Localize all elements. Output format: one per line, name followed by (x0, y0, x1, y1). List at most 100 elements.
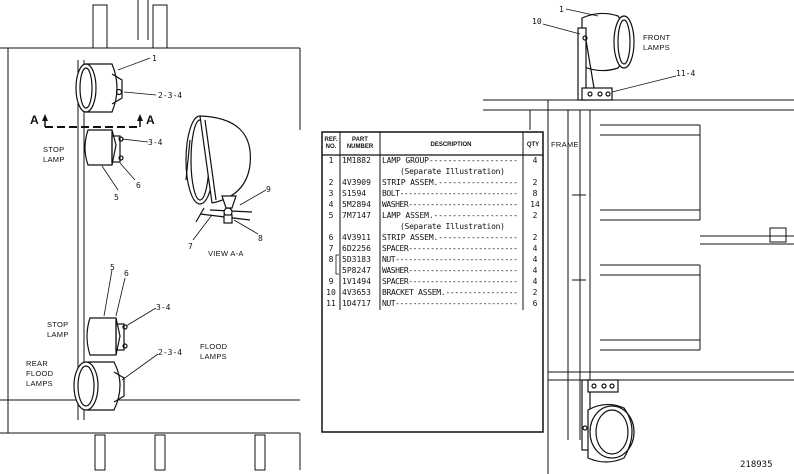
cell-part-number: 7M7147 (342, 211, 371, 220)
front-lamp-callouts: 1 10 11-4 (532, 5, 695, 93)
cell-description: NUT---------------------------- (382, 299, 518, 308)
callout-5-lower: 5 (110, 263, 115, 272)
cell-part-number: 5P8247 (342, 266, 371, 275)
callout-6-lower: 6 (124, 269, 129, 278)
callout-6-upper: 6 (136, 181, 141, 190)
front-lamp-top-icon (577, 12, 635, 101)
table-rows: 1 1M1882 LAMP GROUP------------------- 4 (Se… (326, 156, 540, 308)
table-row: 10 4V3653 BRACKET ASSEM.---------------- 2 (326, 288, 537, 297)
view-a-a-label: VIEW A-A (208, 249, 244, 258)
cell-ref: 2 (329, 178, 334, 187)
top-lamp-callouts: 1 2-3-4 (117, 54, 182, 100)
callout-3-4-lower: 3-4 (156, 303, 171, 312)
lower-stop-callouts: 5 6 3-4 (103, 263, 171, 327)
cell-qty: 2 (533, 211, 538, 220)
cell-qty: 8 (533, 189, 538, 198)
table-row: 8 5D3183 NUT---------------------------- 4 (329, 255, 538, 264)
header-qty: QTY (527, 142, 539, 148)
cell-part-number: 1D4717 (342, 299, 371, 308)
header-description: DESCRIPTION (430, 142, 471, 148)
cell-description: BRACKET ASSEM.---------------- (382, 288, 518, 297)
top-flood-lamp-icon (75, 63, 123, 113)
cell-qty: 2 (533, 288, 538, 297)
cell-ref: 7 (329, 244, 334, 253)
cell-qty: 4 (533, 266, 538, 275)
cell-part-number: 4V3653 (342, 288, 371, 297)
cell-part-number: 4V3909 (342, 178, 371, 187)
table-row: 11 1D4717 NUT---------------------------- 6 (326, 299, 537, 308)
cell-qty: 4 (533, 255, 538, 264)
section-mark-left: A (30, 113, 39, 127)
cell-part-number: 5M2894 (342, 200, 371, 209)
view-a-a-callouts: 9 7 8 (188, 185, 271, 251)
cell-description: STRIP ASSEM.----------------- (382, 233, 518, 242)
cell-ref: 8 (329, 255, 334, 264)
table-row: 7 6D2256 SPACER------------------------- 4 (329, 244, 538, 253)
lower-stop-lamp-icon (86, 317, 128, 356)
callout-front-11-4: 11-4 (676, 69, 695, 78)
table-row: 1 1M1882 LAMP GROUP------------------- 4 (329, 156, 538, 165)
cell-part-number: 1V1494 (342, 277, 371, 286)
cell-description: NUT---------------------------- (382, 255, 518, 264)
table-row: 5P8247 WASHER------------------------- 4 (342, 266, 538, 275)
callout-2-3-4-rear: 2-3-4 (158, 348, 182, 357)
cell-description: (Separate Illustration) (400, 222, 505, 231)
frame-label: FRAME (551, 140, 579, 149)
cell-ref: 11 (326, 299, 336, 308)
drawing-number: 218935 (740, 460, 773, 470)
cell-description: STRIP ASSEM.----------------- (382, 178, 518, 187)
table-row: 4 5M2894 WASHER------------------------- 14 (329, 200, 540, 209)
upper-stop-callouts: 3-4 6 5 (101, 138, 163, 202)
callout-front-10: 10 (532, 17, 542, 26)
cell-qty: 4 (533, 277, 538, 286)
cell-part-number: 5D3183 (342, 255, 371, 264)
callout-1: 1 (152, 54, 157, 63)
cell-part-number: S1594 (342, 189, 366, 198)
cell-description: (Separate Illustration) (400, 167, 505, 176)
cell-qty: 6 (533, 299, 538, 308)
cell-ref: 10 (326, 288, 336, 297)
callout-3-4-upper: 3-4 (148, 138, 163, 147)
callout-5-upper: 5 (114, 193, 119, 202)
cell-ref: 9 (329, 277, 334, 286)
table-row: (Separate Illustration) (400, 222, 505, 231)
table-row: (Separate Illustration) (400, 167, 505, 176)
cell-qty: 4 (533, 156, 538, 165)
cell-description: SPACER------------------------- (382, 244, 518, 253)
cell-ref: 1 (329, 156, 334, 165)
section-line-a-a: A A (30, 113, 155, 128)
front-lamp-bottom-icon (581, 379, 635, 463)
cell-ref: 3 (329, 189, 334, 198)
rear-flood-lamp-icon (73, 361, 125, 411)
rear-flood-callouts: 2-3-4 (121, 348, 182, 381)
cell-qty: 4 (533, 244, 538, 253)
ref-8-bracket (335, 254, 339, 275)
cell-part-number: 1M1882 (342, 156, 371, 165)
callout-9: 9 (266, 185, 271, 194)
cell-ref: 4 (329, 200, 334, 209)
cell-part-number: 4V3911 (342, 233, 371, 242)
callout-2-3-4: 2-3-4 (158, 91, 182, 100)
machine-outline (0, 0, 301, 471)
header-ref-no: REF.NO. (324, 137, 337, 150)
cell-description: WASHER------------------------- (382, 200, 518, 209)
cell-qty: 14 (530, 200, 540, 209)
cell-ref: 5 (329, 211, 334, 220)
table-row: 9 1V1494 SPACER------------------------- 4 (329, 277, 538, 286)
cell-description: SPACER------------------------- (382, 277, 518, 286)
cell-description: LAMP GROUP------------------- (382, 156, 518, 165)
cell-qty: 2 (533, 233, 538, 242)
cell-part-number: 6D2256 (342, 244, 371, 253)
cell-description: WASHER------------------------- (382, 266, 518, 275)
